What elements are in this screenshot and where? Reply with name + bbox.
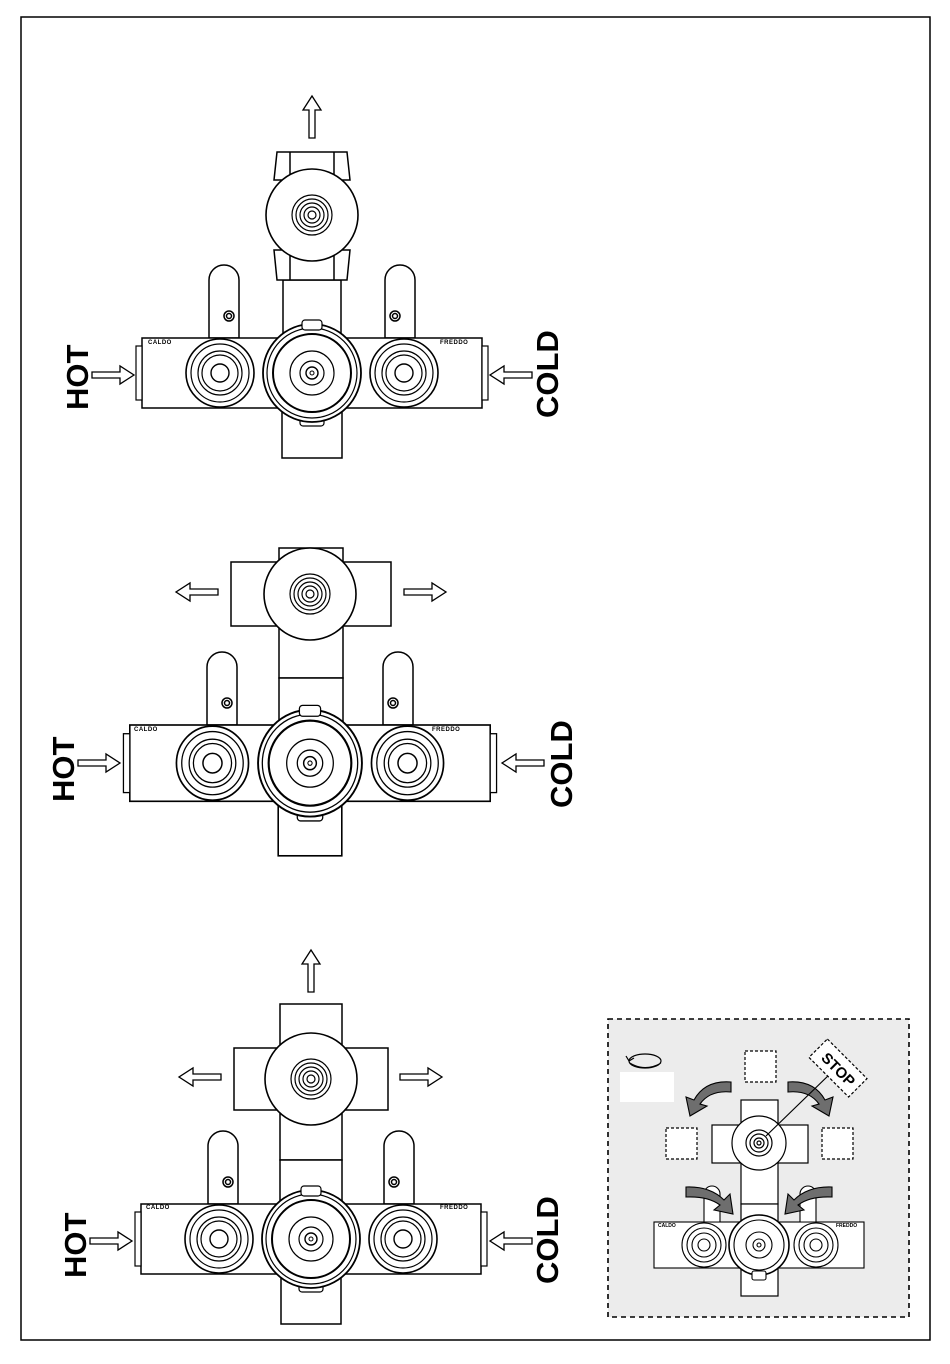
valve-body <box>135 1186 487 1324</box>
stamp-cold: FREDDO <box>432 727 460 733</box>
cold-label: COLD <box>530 1196 565 1284</box>
hot-label: HOT <box>60 345 95 411</box>
diverter-disc <box>265 1033 357 1125</box>
inset-stop-panel: CALDO FREDDO STOP <box>608 1019 909 1317</box>
plug-right <box>822 1128 853 1159</box>
outlet-arrow-left <box>176 583 218 601</box>
blank-label <box>620 1072 674 1102</box>
stamp-cold: FREDDO <box>440 1205 468 1211</box>
cold-inlet-arrow <box>490 366 532 384</box>
valve-body <box>136 320 488 458</box>
hot-label: HOT <box>46 737 81 803</box>
cold-label: COLD <box>530 330 565 418</box>
cold-inlet-arrow <box>490 1232 532 1250</box>
hot-inlet-arrow <box>78 754 120 772</box>
stamp-cold: FREDDO <box>440 340 468 346</box>
hot-inlet-arrow <box>90 1232 132 1250</box>
stamp-cold: FREDDO <box>836 1223 857 1229</box>
hot-inlet-arrow <box>92 366 134 384</box>
diagram-one-way: CALDO FREDDO HOT COLD <box>60 96 565 458</box>
stamp-hot: CALDO <box>134 727 158 733</box>
outlet-arrow-right <box>404 583 446 601</box>
stamp-hot: CALDO <box>146 1205 170 1211</box>
outlet-arrow-left <box>179 1068 221 1086</box>
diagram-three-way: CALDO FREDDO HOT COLD <box>58 950 565 1324</box>
diagram-two-way: CALDO FREDDO HOT COLD <box>46 548 579 856</box>
plug-left <box>666 1128 697 1159</box>
stamp-hot: CALDO <box>148 340 172 346</box>
outlet-arrow-up <box>302 950 320 992</box>
outlet-arrow-right <box>400 1068 442 1086</box>
diverter-disc <box>266 169 358 261</box>
outlet-arrow-up <box>303 96 321 138</box>
plug-top <box>745 1051 776 1082</box>
stamp-hot: CALDO <box>658 1223 676 1229</box>
cold-inlet-arrow <box>502 754 544 772</box>
diverter-disc <box>264 548 356 640</box>
hot-label: HOT <box>58 1213 93 1279</box>
cold-label: COLD <box>544 720 579 808</box>
